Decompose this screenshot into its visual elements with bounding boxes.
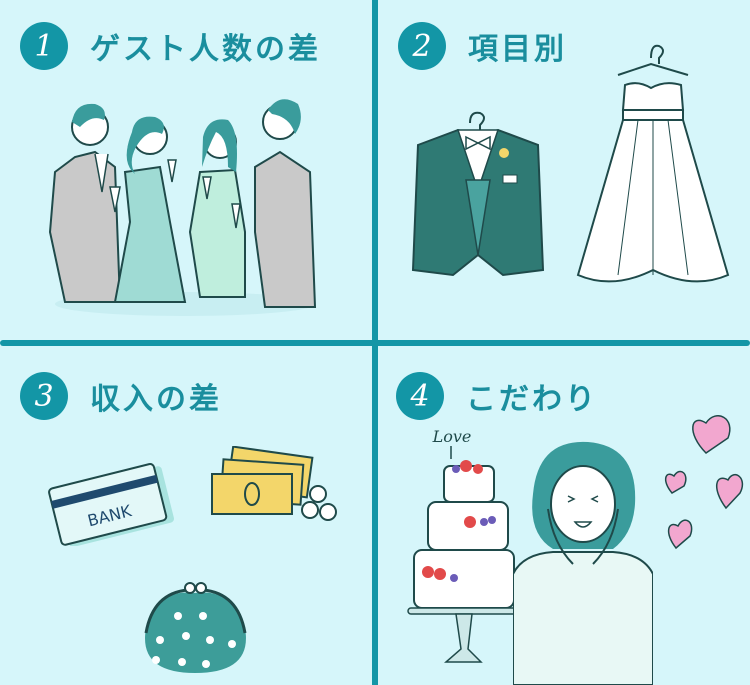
panel-preferences: 4 こだわり Love (378, 346, 750, 685)
number-badge: 1 (20, 22, 68, 70)
panel-title: ゲスト人数の差 (90, 32, 321, 67)
svg-text:Love: Love (432, 427, 472, 446)
panel-header: 3 収入の差 (20, 372, 222, 420)
wedding-cake-illustration: Love (407, 427, 519, 663)
panel-header: 4 こだわり (396, 372, 598, 420)
coin-purse-icon (144, 582, 247, 673)
tuxedo-illustration (411, 111, 545, 277)
panel-title: こだわり (466, 382, 598, 417)
woman-blue-dress-icon (113, 116, 187, 303)
banknotes-icon (211, 446, 337, 521)
panel-title: 項目別 (468, 32, 567, 67)
panel-guest-count: 1 ゲスト人数の差 (0, 0, 372, 340)
man-right-icon (231, 99, 317, 308)
wedding-dress-illustration (576, 44, 730, 283)
number-badge: 2 (398, 22, 446, 70)
happy-woman-illustration (513, 441, 653, 685)
bank-book-icon: BANK (48, 463, 174, 546)
wedding-guests-illustration (48, 99, 317, 316)
number-badge: 3 (20, 372, 68, 420)
horizontal-divider (0, 340, 750, 346)
panel-title: 収入の差 (90, 382, 222, 417)
man-left-icon (48, 103, 122, 303)
panel-header: 1 ゲスト人数の差 (20, 22, 321, 70)
panel-header: 2 項目別 (398, 22, 567, 70)
panel-income: 3 収入の差 BANK (0, 346, 372, 685)
number-badge: 4 (396, 372, 444, 420)
hearts-icon (664, 415, 744, 550)
panel-by-item: 2 項目別 (378, 0, 750, 340)
woman-green-dress-icon (188, 119, 246, 298)
